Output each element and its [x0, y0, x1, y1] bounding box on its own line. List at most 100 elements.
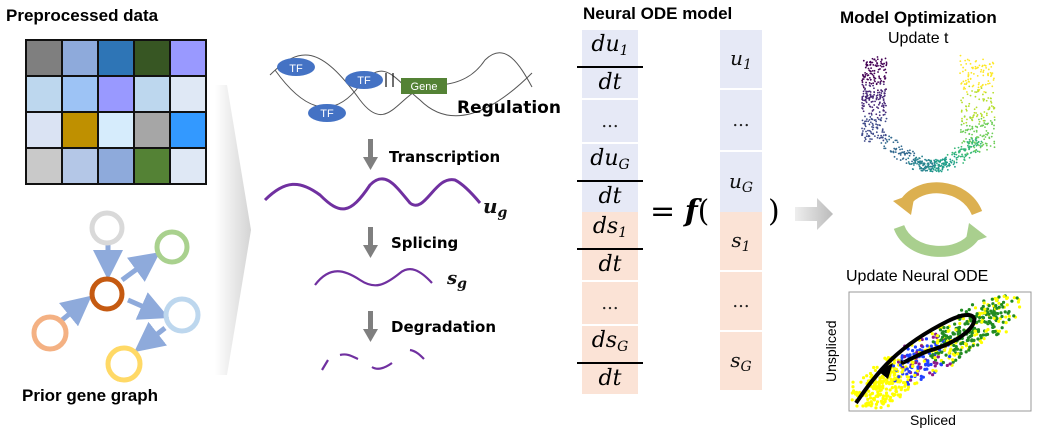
scatter-point — [1002, 294, 1006, 298]
scatter-point — [951, 159, 954, 162]
scatter-point — [971, 344, 975, 348]
scatter-point — [994, 318, 998, 323]
scatter-point — [939, 160, 942, 163]
scatter-point — [914, 162, 916, 165]
scatter-point — [880, 119, 882, 122]
scatter-point — [982, 301, 986, 305]
scatter-point — [944, 353, 948, 357]
scatter-point — [893, 155, 896, 158]
scatter-point — [875, 126, 878, 129]
scatter-point — [865, 81, 867, 84]
scatter-point — [922, 167, 925, 170]
scatter-point — [890, 399, 894, 403]
scatter-point — [861, 376, 866, 380]
scatter-point — [874, 381, 878, 385]
scatter-point — [866, 397, 870, 401]
scatter-point — [871, 118, 874, 121]
scatter-point — [997, 319, 1001, 323]
scatter-point — [1006, 311, 1010, 315]
scatter-point — [924, 158, 926, 161]
scatter-point — [929, 170, 932, 173]
scatter-point — [854, 390, 859, 394]
scatter-point — [883, 62, 885, 65]
scatter-point — [851, 380, 855, 384]
scatter-point — [966, 124, 968, 127]
scatter-point — [989, 145, 992, 147]
scatter-point — [874, 100, 876, 103]
scatter-point — [978, 82, 980, 84]
scatter-point — [871, 57, 874, 60]
scatter-point — [954, 344, 958, 349]
scatter-point — [919, 344, 924, 348]
graph-node-yellow — [105, 345, 143, 383]
scatter-point — [912, 150, 914, 153]
scatter-point — [985, 130, 988, 132]
scatter-point — [872, 97, 874, 99]
scatter-point — [878, 93, 881, 96]
scatter-point — [975, 91, 978, 94]
scatter-point — [879, 101, 881, 104]
tf-label: TF — [320, 108, 334, 120]
scatter-point — [969, 128, 972, 131]
scatter-point — [943, 162, 946, 164]
scatter-point — [975, 312, 979, 316]
step-regulation: Regulation — [457, 98, 561, 118]
scatter-point — [1004, 330, 1008, 334]
scatter-point — [914, 159, 917, 162]
scatter-point — [870, 67, 873, 69]
unspliced-wave — [263, 177, 482, 211]
scatter-point — [975, 59, 978, 62]
scatter-point — [963, 140, 966, 143]
scatter-point — [872, 396, 876, 401]
scatter-point — [951, 360, 955, 364]
scatter-point — [969, 94, 972, 97]
scatter-point — [949, 347, 953, 351]
scatter-point — [867, 120, 870, 123]
scatter-point — [977, 83, 980, 86]
scatter-point — [988, 137, 991, 140]
scatter-point — [921, 155, 924, 158]
scatter-point — [997, 329, 1002, 333]
scatter-point — [948, 362, 952, 366]
scatter-point — [962, 80, 965, 83]
scatter-point — [877, 118, 880, 121]
scatter-point — [969, 319, 973, 323]
scatter-point — [952, 332, 956, 336]
scatter-point — [868, 61, 871, 64]
scatter-point — [965, 109, 968, 112]
phase-portrait-plot — [848, 291, 1032, 412]
scatter-point — [962, 96, 964, 99]
scatter-point — [1001, 320, 1005, 324]
scatter-point — [916, 158, 919, 161]
scatter-point — [877, 89, 879, 92]
scatter-point — [883, 131, 885, 134]
scatter-point — [945, 363, 949, 368]
matrix-cell — [170, 148, 206, 184]
scatter-point — [880, 134, 883, 137]
scatter-point — [967, 348, 971, 352]
scatter-point — [966, 153, 969, 156]
scatter-point — [942, 326, 946, 330]
matrix-cell — [98, 76, 134, 112]
scatter-point — [866, 61, 868, 63]
scatter-point — [962, 70, 964, 73]
scatter-point — [941, 330, 945, 334]
scatter-point — [896, 360, 901, 364]
scatter-point — [885, 139, 888, 141]
scatter-point — [850, 398, 854, 402]
scatter-point — [990, 65, 993, 68]
scatter-point — [959, 128, 962, 131]
scatter-point — [982, 99, 985, 102]
scatter-point — [964, 129, 967, 132]
scatter-point — [947, 351, 951, 355]
scatter-point — [883, 75, 886, 77]
scatter-point — [917, 362, 921, 366]
scatter-point — [918, 366, 922, 370]
scatter-point — [984, 126, 986, 129]
scatter-point — [878, 77, 881, 79]
scatter-point — [892, 150, 895, 153]
scatter-point — [989, 75, 992, 78]
scatter-point — [982, 119, 985, 122]
rhs-sG: sG — [720, 332, 762, 390]
scatter-point — [864, 66, 867, 69]
